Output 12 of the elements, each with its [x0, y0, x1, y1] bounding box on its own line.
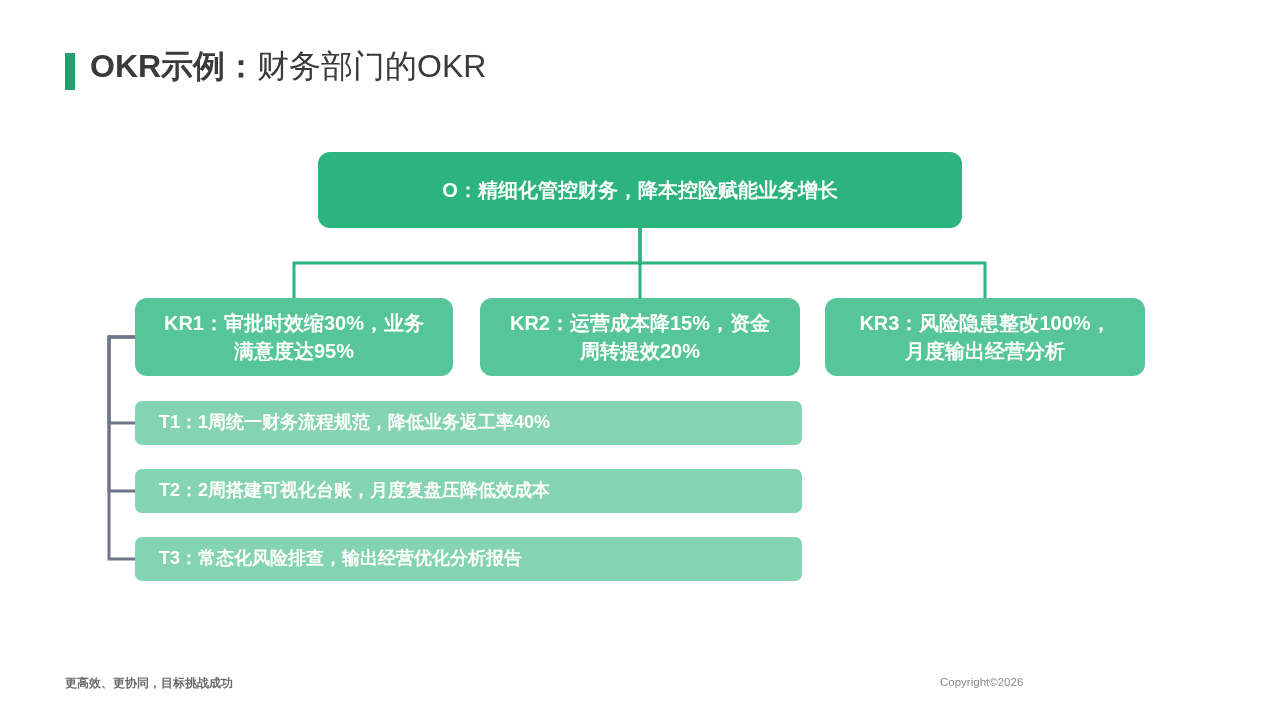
title: OKR示例：财务部门的OKR [90, 47, 487, 86]
connector-line [107, 335, 135, 561]
connector-line [638, 228, 987, 298]
copyright-text: Copyright©2026 [940, 676, 1024, 688]
key-result-box: KR1：审批时效缩30%，业务满意度达95% [135, 298, 453, 376]
task-box: T3：常态化风险排查，输出经营优化分析报告 [135, 537, 802, 581]
task-box: T1：1周统一财务流程规范，降低业务返工率40% [135, 401, 802, 445]
key-result-box: KR3：风险隐患整改100%，月度输出经营分析 [825, 298, 1145, 376]
task-box: T2：2周搭建可视化台账，月度复盘压降低效成本 [135, 469, 802, 513]
key-result-box: KR2：运营成本降15%，资金周转提效20% [480, 298, 800, 376]
slogan-text: 更高效、更协同，目标挑战成功 [65, 676, 233, 691]
objective-box: O：精细化管控财务，降本控险赋能业务增长 [318, 152, 962, 228]
